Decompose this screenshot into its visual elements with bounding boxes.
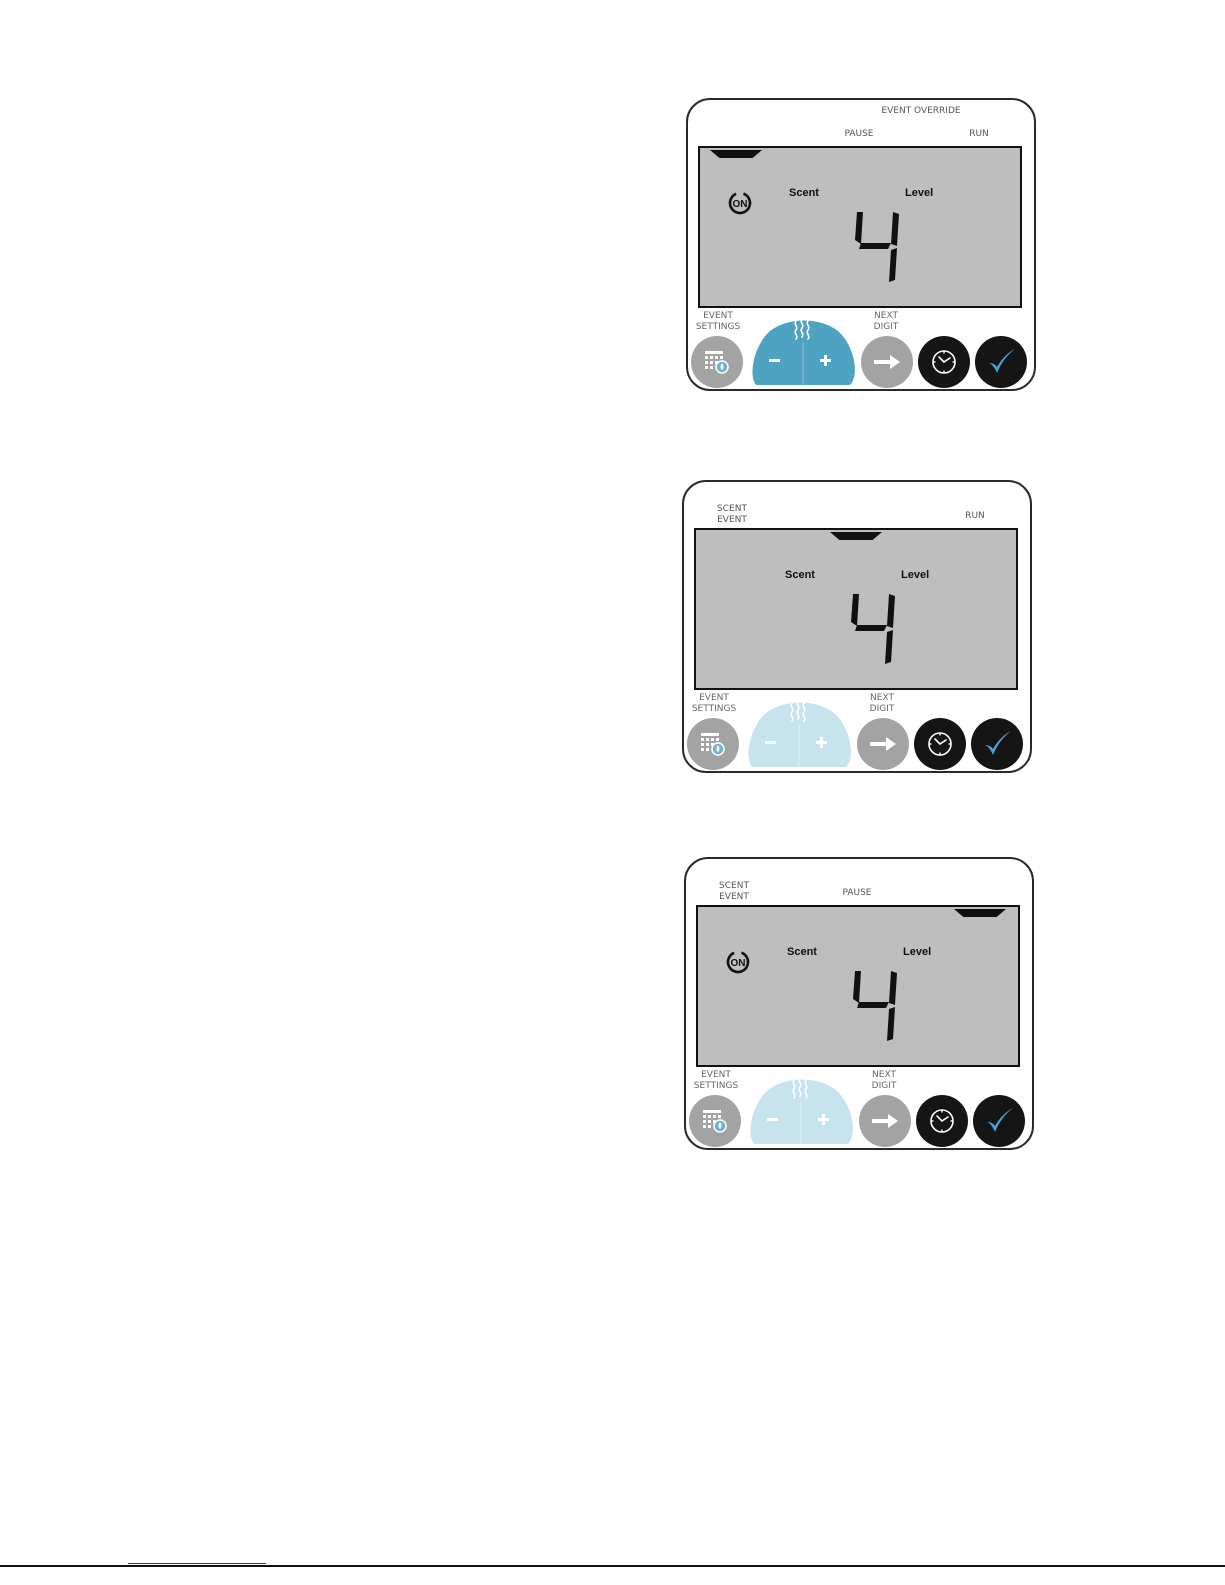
scent-event-label: SCENT EVENT: [717, 504, 747, 526]
calendar-settings-icon: [703, 348, 731, 376]
lcd-display: Scent Level: [694, 528, 1018, 690]
level-digit-4: [851, 210, 903, 284]
next-digit-label: NEXT DIGIT: [870, 693, 895, 715]
arrow-right-icon: [868, 736, 898, 752]
footnote-link-underline: [128, 1563, 266, 1564]
event-settings-label: EVENT SETTINGS: [694, 1070, 738, 1092]
next-digit-button[interactable]: [857, 718, 909, 770]
check-icon: [983, 1106, 1015, 1136]
run-label: RUN: [969, 129, 989, 140]
confirm-button[interactable]: [971, 718, 1023, 770]
scent-label: Scent: [789, 187, 819, 199]
level-label: Level: [905, 187, 933, 199]
level-digit-4: [849, 969, 901, 1043]
lcd-display: ON Scent Level: [698, 146, 1022, 308]
on-icon-text: ON: [731, 958, 746, 969]
page-bottom-rule: [0, 1565, 1225, 1567]
scent-event-label: SCENT EVENT: [719, 881, 749, 903]
event-settings-button[interactable]: [689, 1095, 741, 1147]
decrease-scent-button[interactable]: [748, 315, 803, 388]
run-label: RUN: [965, 511, 985, 522]
clock-icon: [928, 1107, 956, 1135]
calendar-settings-icon: [699, 730, 727, 758]
arrow-right-icon: [872, 354, 902, 370]
lcd-display: ON Scent Level: [696, 905, 1020, 1067]
level-digit-4: [847, 592, 899, 666]
event-settings-button[interactable]: [691, 336, 743, 388]
clock-icon: [930, 348, 958, 376]
next-digit-label: NEXT DIGIT: [874, 311, 899, 333]
scent-label: Scent: [785, 569, 815, 581]
clock-button[interactable]: [914, 718, 966, 770]
on-icon: ON: [727, 190, 753, 216]
calendar-settings-icon: [701, 1107, 729, 1135]
pause-label: PAUSE: [845, 129, 874, 140]
level-label: Level: [901, 569, 929, 581]
mode-marker: [710, 150, 762, 158]
decrease-scent-button[interactable]: [746, 1074, 801, 1147]
check-icon: [985, 347, 1017, 377]
clock-button[interactable]: [918, 336, 970, 388]
on-icon-text: ON: [733, 199, 748, 210]
check-icon: [981, 729, 1013, 759]
mode-marker: [830, 532, 882, 540]
arrow-right-icon: [870, 1113, 900, 1129]
scent-label: Scent: [787, 946, 817, 958]
scent-level-control: [748, 315, 858, 388]
event-override-label: EVENT OVERRIDE: [881, 106, 960, 117]
event-settings-label: EVENT SETTINGS: [696, 311, 740, 333]
confirm-button[interactable]: [975, 336, 1027, 388]
clock-icon: [926, 730, 954, 758]
clock-button[interactable]: [916, 1095, 968, 1147]
increase-scent-button[interactable]: [803, 315, 858, 388]
control-panel-1: EVENT OVERRIDE PAUSE RUN ON Scent Level …: [686, 98, 1036, 391]
scent-level-control: [744, 697, 854, 770]
increase-scent-button[interactable]: [799, 697, 854, 770]
next-digit-label: NEXT DIGIT: [872, 1070, 897, 1092]
event-settings-button[interactable]: [687, 718, 739, 770]
level-label: Level: [903, 946, 931, 958]
decrease-scent-button[interactable]: [744, 697, 799, 770]
scent-level-control: [746, 1074, 856, 1147]
event-settings-label: EVENT SETTINGS: [692, 693, 736, 715]
mode-marker: [954, 909, 1006, 917]
increase-scent-button[interactable]: [801, 1074, 856, 1147]
control-panel-3: SCENT EVENT PAUSE ON Scent Level EVENT S…: [684, 857, 1034, 1150]
next-digit-button[interactable]: [861, 336, 913, 388]
pause-label: PAUSE: [843, 888, 872, 899]
on-icon: ON: [725, 949, 751, 975]
next-digit-button[interactable]: [859, 1095, 911, 1147]
confirm-button[interactable]: [973, 1095, 1025, 1147]
control-panel-2: SCENT EVENT RUN Scent Level EVENT SETTIN…: [682, 480, 1032, 773]
